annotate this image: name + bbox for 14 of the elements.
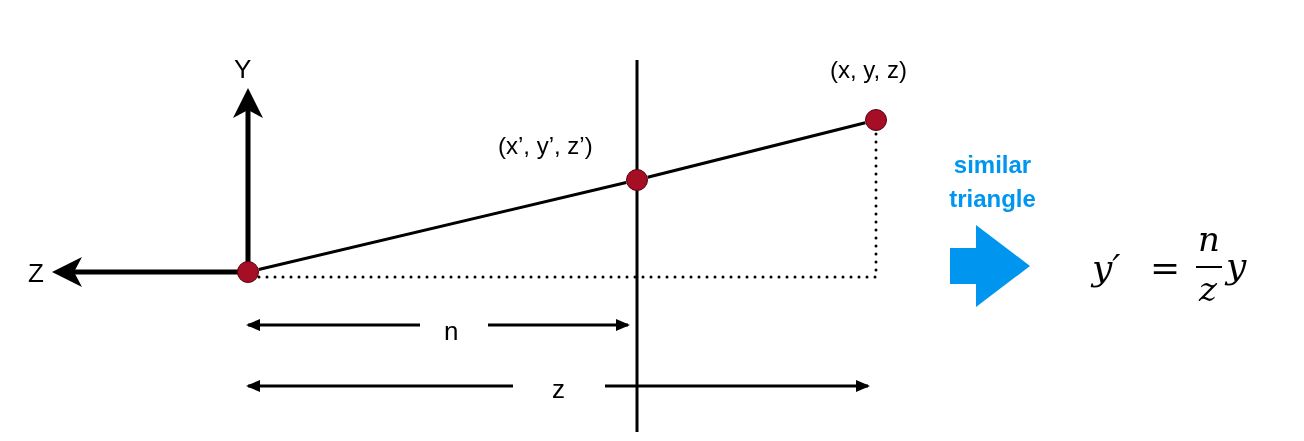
axis-label: Y [234,56,252,82]
axis-label: Z [28,260,44,286]
formula-text: = [1150,250,1181,286]
formula-text: y [1226,248,1247,284]
point-label: (x, y, z) [830,58,907,82]
projection-line [258,181,627,271]
formula-text: z [1199,272,1217,306]
projection-line [647,121,866,179]
point-label: (x’, y’, z’) [498,134,593,158]
dimension-label: n [444,318,459,344]
dimension-label: z [552,376,565,402]
formula-text: n [1198,222,1220,256]
formula-text: y′ [1092,250,1121,286]
annotation-text: similar triangle [948,150,1037,214]
